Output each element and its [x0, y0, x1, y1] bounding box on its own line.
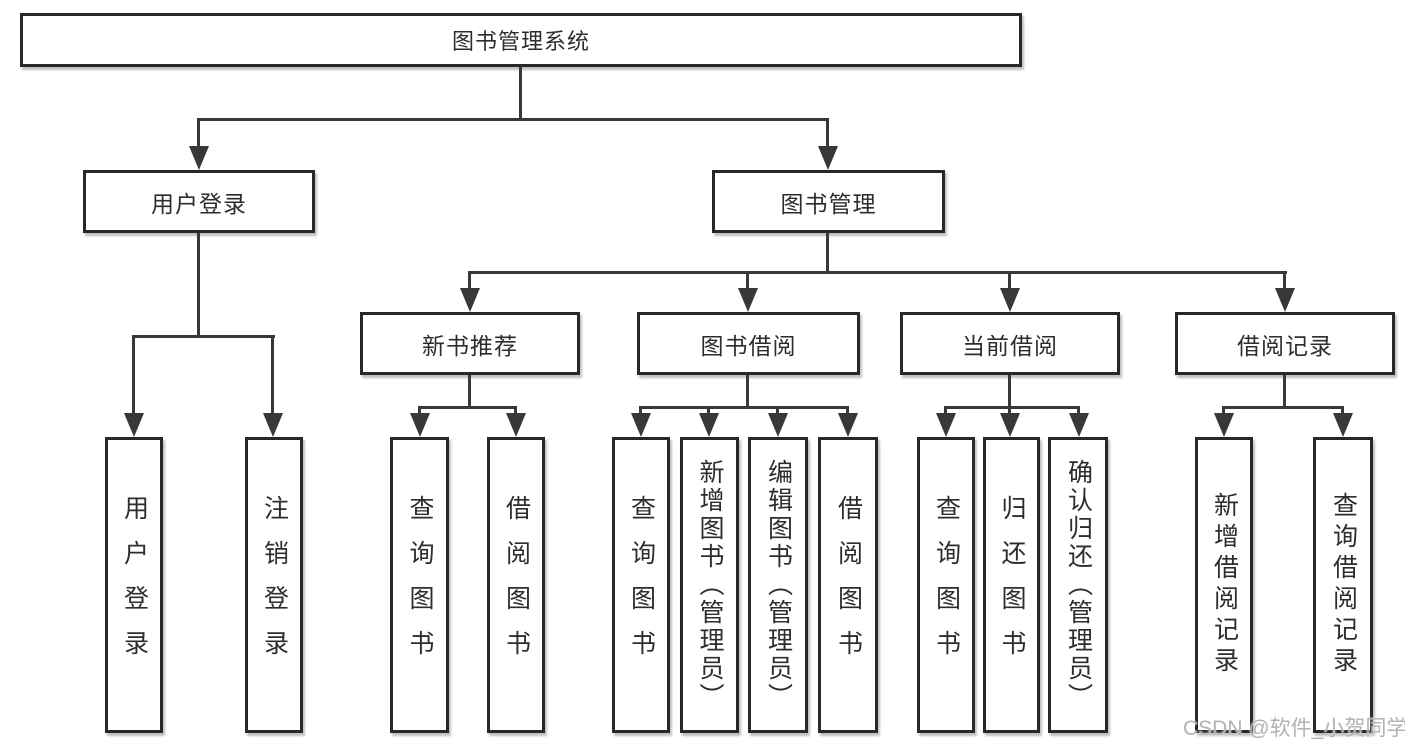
connector-drop-nb-query: [418, 406, 421, 417]
connector-drop-nb-borrow: [514, 406, 517, 417]
node-user-login-branch: 用户登录: [83, 170, 315, 233]
arrowhead-cb-query: [936, 413, 956, 437]
arrowhead-user-login: [189, 146, 209, 170]
connector-drop-user-login: [197, 118, 200, 150]
leaf-bb-query-books: 查询图书: [612, 437, 670, 733]
arrowhead-leaf-logout: [263, 413, 283, 437]
connector-mgmt-bar: [470, 271, 1287, 274]
node-book-mgmt-branch-label: 图书管理: [780, 190, 877, 217]
connector-newbooks-bar: [420, 406, 516, 409]
node-book-mgmt-branch: 图书管理: [712, 170, 945, 233]
connector-drop-br-add: [1222, 406, 1225, 417]
leaf-nb-borrow-books: 借阅图书: [487, 437, 545, 733]
leaf-nb-query-books: 查询图书: [390, 437, 449, 733]
node-new-books-label: 新书推荐: [422, 332, 518, 359]
connector-drop-bb-add: [707, 406, 710, 417]
node-user-login-branch-label: 用户登录: [151, 190, 247, 217]
leaf-cb-confirm-return-admin-label: 确认归还（管理员）: [1064, 459, 1093, 711]
arrowhead-br-add: [1214, 413, 1234, 437]
node-new-books: 新书推荐: [360, 312, 580, 375]
connector-newbooks-stem: [468, 375, 471, 406]
leaf-br-query-record: 查询借阅记录: [1313, 437, 1373, 733]
arrowhead-new-books: [460, 288, 480, 312]
leaf-logout-label: 注销登录: [260, 495, 289, 675]
arrowhead-bb-edit: [768, 413, 788, 437]
node-current-borrow: 当前借阅: [900, 312, 1120, 375]
leaf-user-login: 用户登录: [105, 437, 163, 733]
arrowhead-cb-confirm: [1069, 413, 1089, 437]
connector-drop-leaf-user-login: [132, 335, 135, 417]
leaf-bb-borrow-books: 借阅图书: [818, 437, 878, 733]
node-current-borrow-label: 当前借阅: [962, 332, 1058, 359]
connector-borrow-bar: [641, 406, 848, 409]
leaf-nb-query-books-label: 查询图书: [406, 495, 434, 675]
leaf-bb-query-books-label: 查询图书: [627, 495, 656, 675]
connector-drop-new-books: [468, 271, 471, 290]
leaf-br-add-record: 新增借阅记录: [1195, 437, 1253, 733]
leaf-cb-confirm-return-admin: 确认归还（管理员）: [1048, 437, 1108, 733]
connector-root-stem: [519, 67, 522, 118]
arrowhead-bb-query: [631, 413, 651, 437]
leaf-cb-return-books: 归还图书: [983, 437, 1040, 733]
leaf-logout: 注销登录: [245, 437, 303, 733]
connector-drop-book-mgmt: [826, 118, 829, 150]
node-borrow-records-label: 借阅记录: [1237, 332, 1333, 359]
connector-drop-cb-query: [944, 406, 947, 417]
leaf-br-query-record-label: 查询借阅记录: [1329, 492, 1358, 678]
leaf-user-login-label: 用户登录: [120, 495, 149, 675]
connector-current-bar: [946, 406, 1079, 409]
arrowhead-leaf-user-login: [124, 413, 144, 437]
connector-records-bar: [1224, 406, 1343, 409]
csdn-watermark: CSDN @软件_小贺同学: [1183, 717, 1405, 740]
leaf-nb-borrow-books-label: 借阅图书: [502, 495, 531, 675]
leaf-bb-add-books-admin-label: 新增图书（管理员）: [696, 459, 724, 711]
arrowhead-book-borrow: [738, 288, 758, 312]
arrowhead-borrow-records: [1275, 288, 1295, 312]
arrowhead-bb-add: [699, 413, 719, 437]
leaf-bb-edit-books-admin: 编辑图书（管理员）: [748, 437, 808, 733]
arrowhead-br-query: [1333, 413, 1353, 437]
leaf-cb-query-books: 查询图书: [917, 437, 975, 733]
node-root-system-label: 图书管理系统: [451, 29, 590, 54]
arrowhead-cb-return: [1000, 413, 1020, 437]
node-borrow-records: 借阅记录: [1175, 312, 1395, 375]
connector-drop-cb-confirm: [1077, 406, 1080, 417]
connector-current-stem: [1008, 375, 1011, 406]
connector-drop-bb-borrow: [846, 406, 849, 417]
leaf-bb-add-books-admin: 新增图书（管理员）: [680, 437, 739, 733]
connector-drop-current-borrow: [1008, 271, 1011, 290]
connector-drop-br-query: [1341, 406, 1344, 417]
connector-drop-bb-edit: [776, 406, 779, 417]
arrowhead-current-borrow: [1000, 288, 1020, 312]
arrowhead-bb-borrow: [838, 413, 858, 437]
connector-drop-cb-return: [1008, 406, 1011, 417]
arrowhead-book-mgmt: [818, 146, 838, 170]
connector-borrow-stem: [746, 375, 749, 406]
leaf-cb-return-books-label: 归还图书: [998, 495, 1026, 675]
leaf-bb-edit-books-admin-label: 编辑图书（管理员）: [764, 459, 793, 711]
leaf-bb-borrow-books-label: 借阅图书: [834, 495, 863, 675]
connector-records-stem: [1283, 375, 1286, 406]
connector-root-bar: [199, 118, 829, 121]
node-book-borrow-label: 图书借阅: [700, 332, 797, 359]
node-root-system: 图书管理系统: [20, 13, 1022, 67]
connector-login-stem: [197, 233, 200, 335]
leaf-cb-query-books-label: 查询图书: [932, 495, 961, 675]
connector-drop-book-borrow: [746, 271, 749, 290]
connector-mgmt-stem: [826, 233, 829, 271]
node-book-borrow: 图书借阅: [637, 312, 860, 375]
connector-drop-borrow-records: [1283, 271, 1286, 290]
connector-drop-bb-query: [639, 406, 642, 417]
connector-drop-leaf-logout: [271, 335, 274, 417]
arrowhead-nb-query: [410, 413, 430, 437]
connector-login-bar: [134, 335, 275, 338]
arrowhead-nb-borrow: [506, 413, 526, 437]
leaf-br-add-record-label: 新增借阅记录: [1210, 492, 1239, 678]
